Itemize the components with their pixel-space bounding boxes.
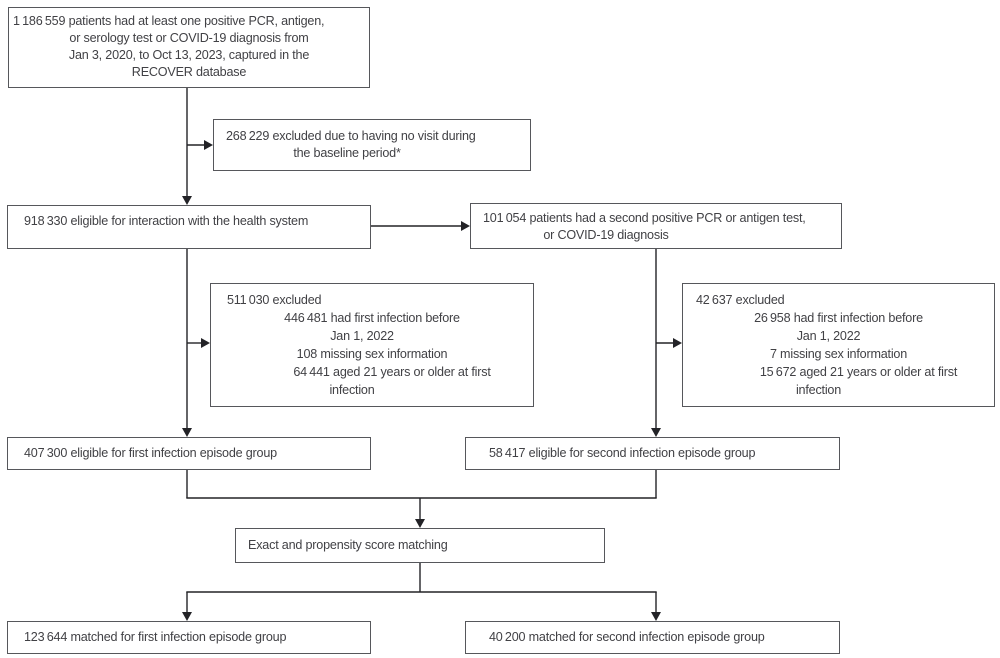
box-text-line: 26 958 had first infection before <box>754 311 923 325</box>
box-text-line: 101 054 patients had a second positive P… <box>483 211 806 225</box>
box-text-line: 15 672 aged 21 years or older at first <box>759 365 958 379</box>
box-text-line: Jan 1, 2022 <box>796 329 861 343</box>
box-second-positive-test: 101 054 patients had a second positive P… <box>470 203 842 249</box>
box-text-line: 64 441 aged 21 years or older at first <box>293 365 491 379</box>
box-text-line: 918 330 eligible for interaction with th… <box>24 214 309 228</box>
box-text-line: or serology test or COVID-19 diagnosis f… <box>69 31 309 45</box>
box-text-line: Exact and propensity score matching <box>248 538 448 552</box>
box-text-line: 268 229 excluded due to having no visit … <box>226 129 476 143</box>
arrowhead-matching <box>415 519 425 528</box>
box-text-line: 123 644 matched for first infection epis… <box>24 630 287 644</box>
box-text-line: 1 186 559 patients had at least one posi… <box>13 14 325 28</box>
box-text-line: the baseline period* <box>293 146 401 160</box>
box-eligible-first-infection: 407 300 eligible for first infection epi… <box>7 437 371 470</box>
box-excluded-first-infection-group: 511 030 excluded 446 481 had first infec… <box>210 283 534 407</box>
box-text-line: 108 missing sex information <box>296 347 448 361</box>
box-eligible-health-system: 918 330 eligible for interaction with th… <box>7 205 371 249</box>
arrowhead-eligible-second <box>651 428 661 437</box>
box-initial-cohort: 1 186 559 patients had at least one posi… <box>8 7 370 88</box>
arrowhead-excluded-baseline <box>204 140 213 150</box>
box-excluded-second-infection-group: 42 637 excluded 26 958 had first infecti… <box>682 283 995 407</box>
box-text-line: 40 200 matched for second infection epis… <box>489 630 765 644</box>
box-text-line: 407 300 eligible for first infection epi… <box>24 446 277 460</box>
box-eligible-second-infection: 58 417 eligible for second infection epi… <box>465 437 840 470</box>
box-text-line: 42 637 excluded <box>696 293 785 307</box>
box-text-line: 7 missing sex information <box>769 347 908 361</box>
box-text-line: infection <box>795 383 842 397</box>
box-text-line: RECOVER database <box>131 65 247 79</box>
box-text-line: 511 030 excluded <box>227 293 322 307</box>
box-text-line: 446 481 had first infection before <box>284 311 460 325</box>
arrowhead-matched-first <box>182 612 192 621</box>
box-text-line: 58 417 eligible for second infection epi… <box>489 446 756 460</box>
box-matched-second-infection: 40 200 matched for second infection epis… <box>465 621 840 654</box>
arrowhead-excluded-first <box>201 338 210 348</box>
box-text-line: or COVID-19 diagnosis <box>543 228 669 242</box>
arrowhead-eligible-interaction <box>182 196 192 205</box>
arrowhead-excluded-second <box>673 338 682 348</box>
box-excluded-no-baseline-visit: 268 229 excluded due to having no visit … <box>213 119 531 171</box>
box-text-line: Jan 3, 2020, to Oct 13, 2023, captured i… <box>68 48 310 62</box>
arrowhead-second-test <box>461 221 470 231</box>
box-text-line: Jan 1, 2022 <box>330 329 394 343</box>
arrowhead-matched-second <box>651 612 661 621</box>
box-matching: Exact and propensity score matching <box>235 528 605 563</box>
box-matched-first-infection: 123 644 matched for first infection epis… <box>7 621 371 654</box>
box-text-line: infection <box>329 383 375 397</box>
arrowhead-eligible-first <box>182 428 192 437</box>
